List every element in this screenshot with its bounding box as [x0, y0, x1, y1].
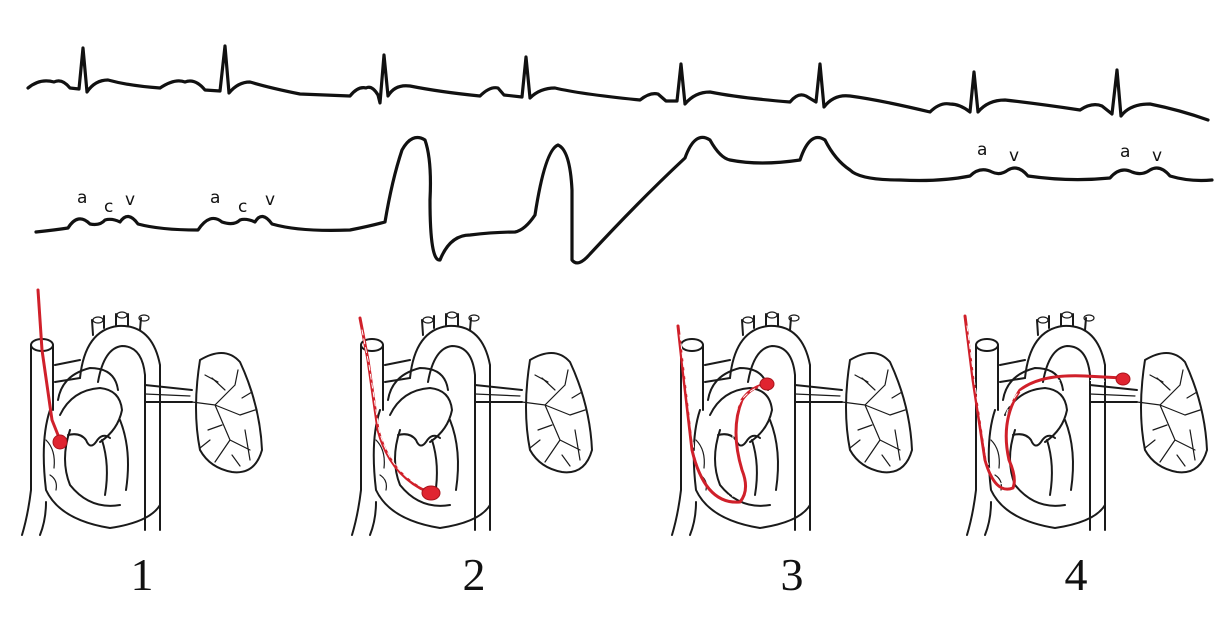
wave-label-a-3: a — [977, 140, 987, 160]
wave-label-v-4: v — [1152, 146, 1162, 166]
heart-diagram-1 — [21, 288, 263, 536]
wave-label-v-1: v — [125, 190, 135, 210]
catheter-3 — [676, 324, 767, 504]
wave-label-v-3: v — [1009, 146, 1019, 166]
catheter-1 — [36, 288, 62, 442]
wave-label-c-2: c — [238, 197, 247, 217]
wave-label-a-2: a — [210, 188, 220, 208]
wave-label-a-1: a — [77, 188, 87, 208]
heart-diagram-4 — [963, 311, 1208, 536]
ecg-trace — [26, 44, 1210, 122]
panel-number-1: 1 — [130, 549, 154, 600]
panel-number-4: 4 — [1064, 549, 1088, 600]
balloon-3 — [759, 377, 775, 391]
panel-number-2: 2 — [462, 549, 486, 600]
pressure-trace — [34, 135, 1214, 265]
balloon-2 — [421, 485, 441, 501]
wave-label-a-4: a — [1120, 142, 1130, 162]
balloon-1 — [52, 434, 68, 450]
panel-number-3: 3 — [780, 549, 804, 600]
heart-diagram-3 — [671, 311, 913, 536]
balloon-4 — [1115, 372, 1131, 386]
heart-diagram-2 — [351, 311, 593, 536]
wave-label-c-1: c — [104, 197, 113, 217]
catheter-4 — [963, 314, 1125, 491]
wave-label-v-2: v — [265, 190, 275, 210]
catheter-2 — [358, 316, 430, 494]
